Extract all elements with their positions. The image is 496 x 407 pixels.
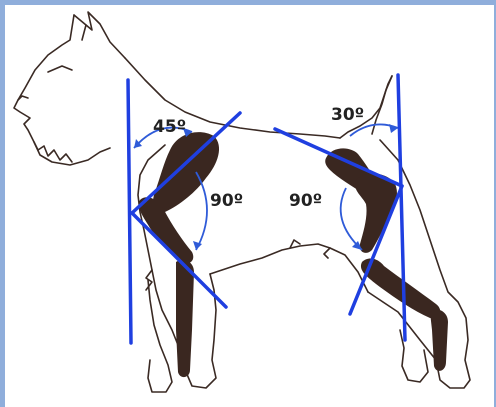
front-vertical-line [128,80,131,343]
front-leg-bone [176,260,194,377]
tibia-bone [361,259,440,319]
rear-lower-angle-label: 90º [289,191,322,211]
front-lower-angle-label: 90º [210,191,243,211]
rear-cannon-bone [430,310,448,371]
rear-upper-angle-label: 30º [331,105,364,125]
rear-lower-arc [341,188,362,250]
front-upper-angle-label: 45º [153,117,186,137]
